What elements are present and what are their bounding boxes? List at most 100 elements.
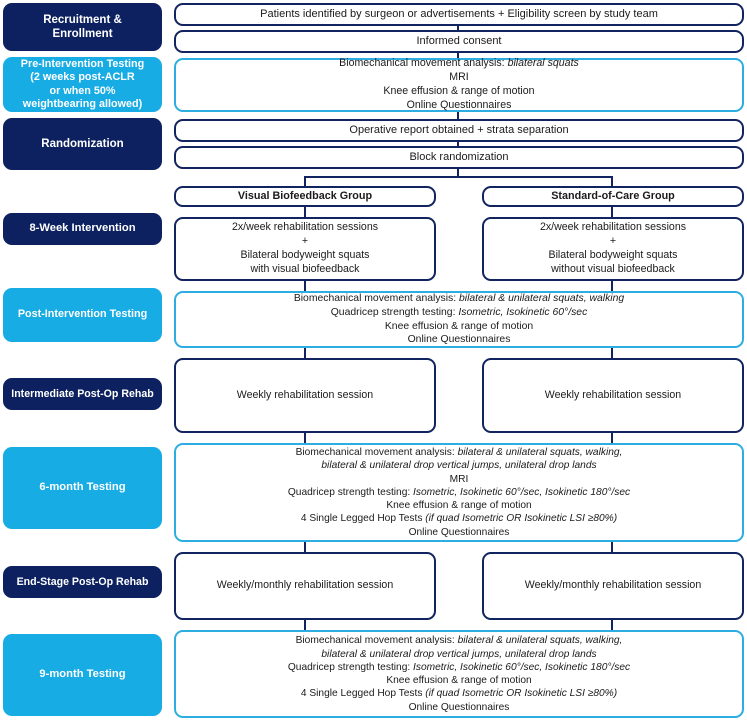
node-intervention-standard-of-care[interactable]: 2x/week rehabilitation sessions+Bilatera… [482,217,744,281]
node-text-line: Online Questionnaires [409,701,510,714]
node-text-plain: Knee effusion & range of motion [383,85,535,97]
node-text-line: without visual biofeedback [551,263,675,277]
connector-vertical [611,432,614,444]
node-text-plain: Biomechanical movement analysis: [339,57,508,70]
connector-vertical [304,619,307,631]
node-visual-biofeedback-group-header[interactable]: Visual Biofeedback Group [174,186,436,207]
node-text-plain: 2x/week rehabilitation sessions [539,221,687,234]
stage-label-intermediate-post-op-rehab: Intermediate Post-Op Rehab [3,378,162,410]
node-text-line: Online Questionnaires [409,526,510,539]
node-text-plain: without visual biofeedback [551,262,675,275]
connector-vertical [304,176,307,188]
node-end-stage-rehab-visual-biofeedback[interactable]: Weekly/monthly rehabilitation session [174,552,436,620]
node-text-italic: bilateral & unilateral drop vertical jum… [321,648,597,660]
node-text-line: 2x/week rehabilitation sessions [232,221,378,235]
node-text-line: bilateral & unilateral drop vertical jum… [321,648,596,661]
node-text-line: 2x/week rehabilitation sessions [540,221,686,235]
stage-label-line: Post-Intervention Testing [17,308,148,321]
connector-vertical [611,280,614,292]
stage-label-line: End-Stage Post-Op Rehab [16,575,149,588]
node-end-stage-rehab-standard-of-care[interactable]: Weekly/monthly rehabilitation session [482,552,744,620]
node-operative-report[interactable]: Operative report obtained + strata separ… [174,119,744,142]
connector-vertical [304,541,307,553]
node-text-italic: (if quad Isometric OR Isokinetic LSI ≥80… [425,513,618,525]
node-text-plain: 4 Single Legged Hop Tests [300,513,426,525]
node-text-line: Operative report obtained + strata separ… [349,123,568,137]
node-text-plain: Biomechanical movement analysis: [295,447,458,459]
stage-label-8-week-intervention: 8-Week Intervention [3,213,162,245]
node-text-line: with visual biofeedback [251,263,360,277]
node-text-plain: Bilateral bodyweight squats [240,249,370,261]
node-text-plain: Bilateral bodyweight squats [548,249,678,261]
node-text-plain: Biomechanical movement analysis: [295,635,458,647]
node-intervention-visual-biofeedback[interactable]: 2x/week rehabilitation sessions+Bilatera… [174,217,436,281]
node-text-line: MRI [450,473,469,486]
node-text-plain: Quadricep strength testing: [330,306,459,318]
node-text-plain: Block randomization [409,151,509,164]
node-text-plain: Patients identified by surgeon or advert… [260,8,658,21]
stage-label-recruitment: Recruitment &Enrollment [3,3,162,51]
node-6-month-testing[interactable]: Biomechanical movement analysis: bilater… [174,443,744,542]
node-text-line: bilateral & unilateral drop vertical jum… [321,459,596,472]
node-text-plain: Quadricep strength testing: [287,486,414,498]
node-intermediate-rehab-standard-of-care[interactable]: Weekly rehabilitation session [482,358,744,433]
stage-label-line: Enrollment [52,28,113,40]
node-text-italic: Isometric, Isokinetic 60°/sec, Isokineti… [413,661,631,673]
node-identification[interactable]: Patients identified by surgeon or advert… [174,3,744,26]
node-text-line: Knee effusion & range of motion [383,85,534,99]
connector-vertical [611,619,614,631]
node-text-plain: 2x/week rehabilitation sessions [231,221,379,234]
node-text-italic: Isometric, Isokinetic 60°/sec, Isokineti… [413,486,631,498]
node-text-italic: bilateral & unilateral squats, walking [458,293,625,305]
node-text-plain: Informed consent [416,35,502,48]
stage-label-line: 6-month Testing [39,481,126,494]
node-text-line: Knee effusion & range of motion [385,320,533,334]
connector-vertical [457,51,460,61]
stage-label-line: Pre-Intervention Testing [20,58,145,71]
connector-vertical [304,280,307,292]
node-text-line: Online Questionnaires [408,333,511,347]
connector-vertical [457,110,460,120]
connector-vertical [304,432,307,444]
node-text-line: Bilateral bodyweight squats [549,249,678,263]
node-text-line: Quadricep strength testing: Isometric, I… [288,661,630,674]
stage-label-line: Randomization [41,137,124,150]
connector-vertical [457,168,460,177]
stage-label-line: or when 50% [49,84,116,97]
node-text-line: 4 Single Legged Hop Tests (if quad Isome… [301,687,617,700]
node-text-plain: Knee effusion & range of motion [386,500,532,512]
node-standard-of-care-group-header[interactable]: Standard-of-Care Group [482,186,744,207]
node-text-plain: MRI [449,473,469,485]
stage-label-randomization: Randomization [3,118,162,170]
node-text-italic: bilateral & unilateral squats, walking, [457,447,623,459]
node-text-line: Standard-of-Care Group [551,189,675,203]
connector-vertical [611,541,614,553]
node-text-italic: (if quad Isometric OR Isokinetic LSI ≥80… [425,688,618,700]
node-text-plain: Knee effusion & range of motion [384,320,534,332]
node-text-line: Patients identified by surgeon or advert… [260,7,658,21]
node-intermediate-rehab-visual-biofeedback[interactable]: Weekly rehabilitation session [174,358,436,433]
node-text-line: Weekly/monthly rehabilitation session [525,579,701,593]
connector-vertical [304,207,307,218]
stage-label-line: 8-Week Intervention [29,222,136,235]
node-post-intervention-testing[interactable]: Biomechanical movement analysis: bilater… [174,291,744,348]
node-text-plain: with visual biofeedback [250,262,360,275]
node-text-line: Weekly rehabilitation session [237,389,373,403]
node-text-line: Quadricep strength testing: Isometric, I… [288,486,630,499]
node-text-line: Visual Biofeedback Group [238,189,372,203]
node-text-line: Online Questionnaires [407,99,512,113]
connector-vertical [304,348,307,359]
stage-label-end-stage-post-op-rehab: End-Stage Post-Op Rehab [3,566,162,598]
stage-label-line: 9-month Testing [39,668,126,681]
node-text-italic: bilateral & unilateral squats, walking, [457,635,623,647]
node-text-line: Informed consent [417,34,502,48]
node-text-line: Knee effusion & range of motion [386,674,531,687]
node-informed-consent[interactable]: Informed consent [174,30,744,53]
stage-label-line: weightbearing allowed) [22,97,143,110]
node-block-randomization[interactable]: Block randomization [174,146,744,169]
node-pre-intervention-testing[interactable]: Biomechanical movement analysis: bilater… [174,57,744,113]
node-text-italic: bilateral squats [507,57,579,70]
node-text-plain: 4 Single Legged Hop Tests [300,688,426,700]
stage-label-line: Intermediate Post-Op Rehab [11,387,154,400]
node-9-month-testing[interactable]: Biomechanical movement analysis: bilater… [174,630,744,718]
